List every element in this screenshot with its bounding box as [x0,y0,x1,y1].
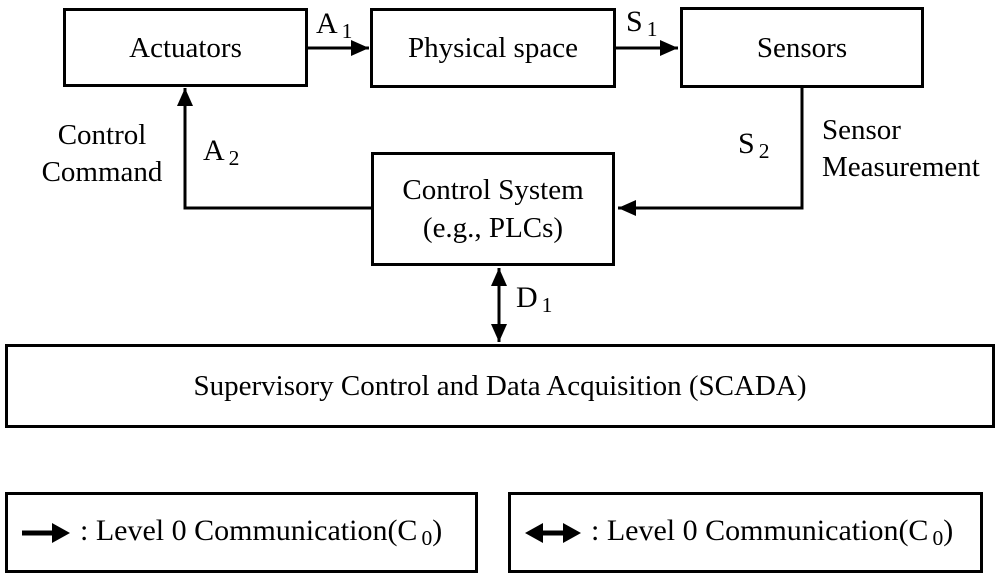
legend-text-unidirectional-suffix: ) [432,514,443,548]
edge-label-a1-base: A [316,7,338,40]
scada-label: Supervisory Control and Data Acquisition… [193,370,807,402]
edge-label-d1-sub: 1 [541,292,553,317]
arrow-s2 [618,88,804,216]
legend-text-unidirectional-prefix: : Level 0 Communication(C [80,514,418,548]
actuators-box: Actuators [63,8,308,87]
legend-text-bidirectional-sub: 0 [932,525,944,550]
right-arrow-icon [22,522,70,543]
legend-text-bidirectional-prefix: : Level 0 Communication(C [591,514,929,548]
sensor-measurement-line1: Sensor [822,114,901,146]
physical-space-label: Physical space [408,32,578,64]
edge-label-s1-sub: 1 [646,16,658,41]
edge-label-s2-sub: 2 [758,138,770,163]
double-arrow-icon [525,522,581,543]
edge-label-s1-base: S [626,5,643,38]
control-system-label-line2: (e.g., PLCs) [422,212,564,244]
control-command-line2: Command [41,156,163,188]
control-system-label-line1: Control System [402,174,584,206]
legend-text-unidirectional-sub: 0 [421,525,433,550]
control-command-line1: Control [57,119,147,151]
sensor-measurement-line2: Measurement [822,151,980,183]
sensor-measurement-label: Sensor Measurement [822,112,980,186]
scada-box: Supervisory Control and Data Acquisition… [5,344,995,428]
sensors-label: Sensors [756,31,848,64]
edge-label-s2-base: S [738,127,755,160]
control-system-box: Control System (e.g., PLCs) [371,152,615,266]
edge-label-a2-base: A [203,134,225,167]
edge-label-a1-sub: 1 [341,18,353,43]
physical-space-box: Physical space [370,8,616,88]
legend-text-bidirectional-suffix: ) [943,514,954,548]
actuators-label: Actuators [129,31,242,64]
sensors-box: Sensors [680,7,924,88]
edge-label-d1-base: D [516,281,538,314]
control-command-label: Control Command [22,117,182,191]
edge-label-a2-sub: 2 [228,145,240,170]
